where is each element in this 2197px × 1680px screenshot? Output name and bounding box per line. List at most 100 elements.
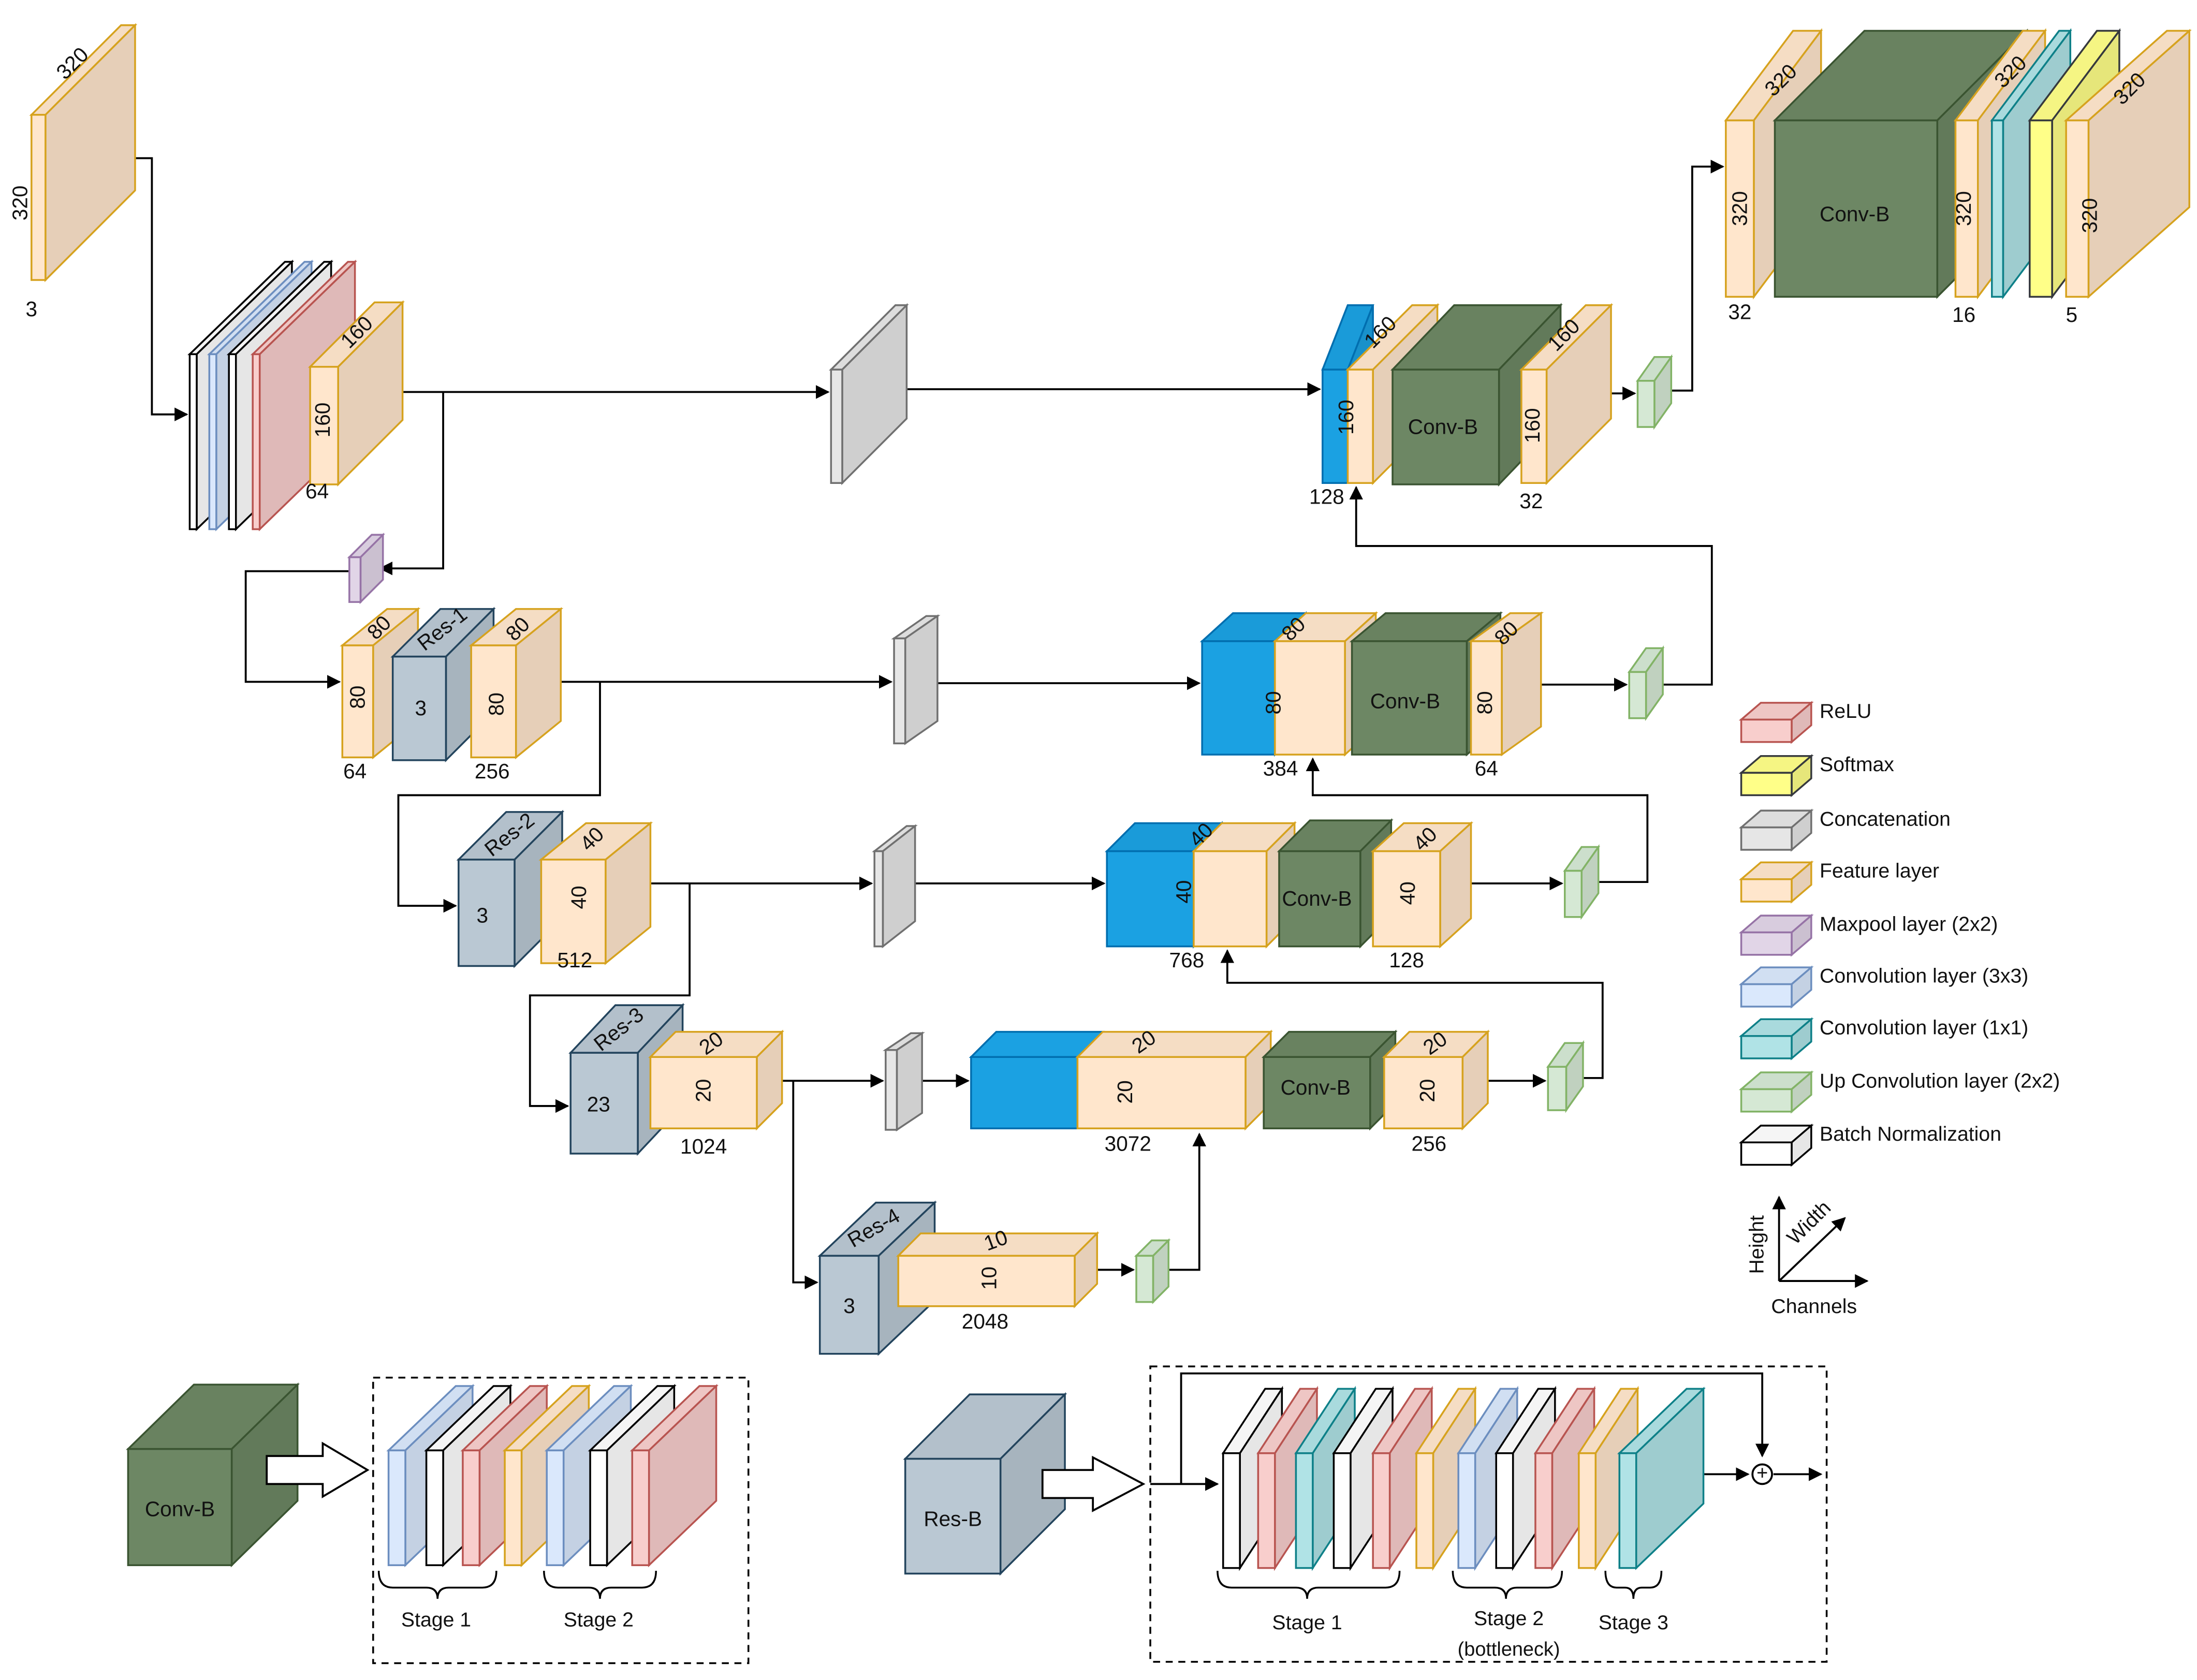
arrow-upconv10-d20	[1160, 1132, 1207, 1271]
upconv-160	[1636, 354, 1673, 430]
res1-out-height-label: 80	[484, 692, 508, 716]
res2-height-label: 40	[567, 886, 591, 909]
upconv-40	[1563, 844, 1601, 920]
legend-swatch-1	[1738, 754, 1814, 798]
legend-swatch-7	[1738, 1070, 1814, 1114]
axis-channels-label: Channels	[1771, 1295, 1857, 1318]
d80-concat-channel-label: 384	[1263, 756, 1298, 780]
head-in-height-label: 320	[1727, 191, 1751, 226]
arrow-upconv160-head	[1663, 159, 1725, 392]
d160-convb-label: Conv-B	[1408, 415, 1478, 438]
head-mid-channel-label: 16	[1952, 303, 1975, 327]
convb-detail-frame	[372, 1376, 750, 1664]
legend-swatch-0	[1738, 701, 1814, 744]
res4-height-label: 10	[977, 1266, 1001, 1290]
head-out-height-label: 320	[2078, 198, 2102, 233]
resb-detail-name: Res-B	[924, 1507, 982, 1530]
legend-label-2: Concatenation	[1820, 807, 1951, 830]
res2-feature	[538, 821, 653, 965]
d40-concat-height-label: 40	[1171, 880, 1195, 904]
resb-detail-layer-5	[1414, 1386, 1477, 1571]
d20-blue	[970, 1056, 1079, 1129]
d20-feature	[1382, 1029, 1490, 1131]
legend-label-0: ReLU	[1820, 700, 1871, 723]
legend-swatch-3	[1738, 860, 1814, 904]
res3-channel-label: 1024	[680, 1134, 727, 1158]
head-convb-label: Conv-B	[1820, 202, 1890, 226]
legend-swatch-6	[1738, 1017, 1814, 1060]
resb-detail-layer-3	[1332, 1386, 1395, 1571]
resb-detail-layer-8	[1533, 1386, 1596, 1571]
resb-detail-cube	[903, 1392, 1067, 1576]
concat-80	[891, 614, 941, 745]
res2-channel-label: 512	[557, 948, 592, 972]
convb-expand-arrow	[266, 1441, 370, 1498]
d80-height-label: 80	[1473, 691, 1497, 714]
resb-stage1-brace	[1217, 1570, 1401, 1599]
head-in-channel-label: 32	[1728, 300, 1751, 324]
d40-channel-label: 128	[1389, 948, 1424, 972]
arrow-res1-res2	[397, 682, 601, 913]
legend-label-3: Feature layer	[1820, 860, 1939, 882]
d160-height-label: 160	[1520, 408, 1544, 443]
input-height-label: 320	[8, 185, 32, 220]
concat-40	[872, 824, 918, 949]
res3-feature	[648, 1029, 784, 1131]
d40-feature	[1370, 821, 1474, 949]
arrow-upconv80-d160	[1349, 485, 1713, 686]
upconv-10	[1134, 1238, 1171, 1304]
resb-detail-layer-7	[1494, 1386, 1557, 1571]
resb-stage3-brace	[1604, 1570, 1663, 1599]
convb-detail-layer-6	[629, 1383, 719, 1568]
res1-count-label: 3	[415, 696, 427, 720]
resb-detail-layer-final	[1617, 1387, 1706, 1570]
d20-convb-label: Conv-B	[1281, 1075, 1351, 1099]
resb-detail-layer-9	[1577, 1386, 1639, 1571]
stem-channel-label: 64	[305, 479, 329, 503]
upconv-80	[1627, 645, 1665, 721]
d20-channel-label: 256	[1412, 1131, 1447, 1155]
d40-concat-channel-label: 768	[1169, 948, 1205, 972]
res3-height-label: 20	[692, 1079, 715, 1102]
connection-arrows	[90, 157, 1869, 1491]
legend-label-5: Convolution layer (3x3)	[1820, 964, 2028, 987]
convb-stage1-brace	[377, 1570, 497, 1599]
stem-height-label: 160	[311, 403, 334, 438]
stem-feature	[307, 300, 405, 487]
axis-height-label: Height	[1745, 1215, 1768, 1274]
concat-20	[883, 1031, 925, 1132]
axis-width	[1778, 1217, 1846, 1282]
resb-stage2-note: (bottleneck)	[1458, 1639, 1560, 1660]
res4-feature	[896, 1231, 1100, 1309]
d80-feature	[1468, 611, 1544, 757]
res4-count-label: 3	[843, 1294, 855, 1318]
legend-swatch-8	[1738, 1123, 1814, 1167]
arrow-maxpool-res1	[244, 570, 349, 689]
resb-sum-label: +	[1756, 1462, 1768, 1484]
res1-pre-channel-label: 64	[343, 759, 367, 783]
d40-convb-label: Conv-B	[1282, 887, 1352, 910]
arrow-res3-res4	[792, 1081, 818, 1290]
res4-channel-label: 2048	[962, 1309, 1008, 1333]
d20-concat-height-label: 20	[1113, 1080, 1137, 1103]
arrow-res2-res3	[529, 883, 691, 1113]
arrow-upconv40-d80	[1306, 757, 1649, 883]
d20-concat-feature	[1075, 1029, 1273, 1131]
d160-channel-label: 32	[1519, 489, 1543, 513]
layer-blocks	[29, 23, 2192, 1664]
res1-pre-height-label: 80	[345, 686, 369, 709]
d80-concat-height-label: 80	[1262, 691, 1285, 714]
convb-detail-cube	[126, 1382, 300, 1568]
resb-stage2-label: Stage 2	[1474, 1607, 1544, 1630]
resb-expand-arrow	[1041, 1455, 1146, 1512]
concat-160	[829, 303, 909, 485]
convb-stage2-brace	[543, 1570, 657, 1599]
res1-out-channel-label: 256	[475, 759, 510, 783]
maxpool-layer	[347, 533, 385, 605]
legend-label-8: Batch Normalization	[1820, 1123, 2001, 1145]
legend-swatch-4	[1738, 913, 1814, 957]
input-feature	[29, 23, 138, 283]
d40-height-label: 40	[1396, 881, 1419, 905]
convb-detail-name: Conv-B	[145, 1497, 215, 1521]
